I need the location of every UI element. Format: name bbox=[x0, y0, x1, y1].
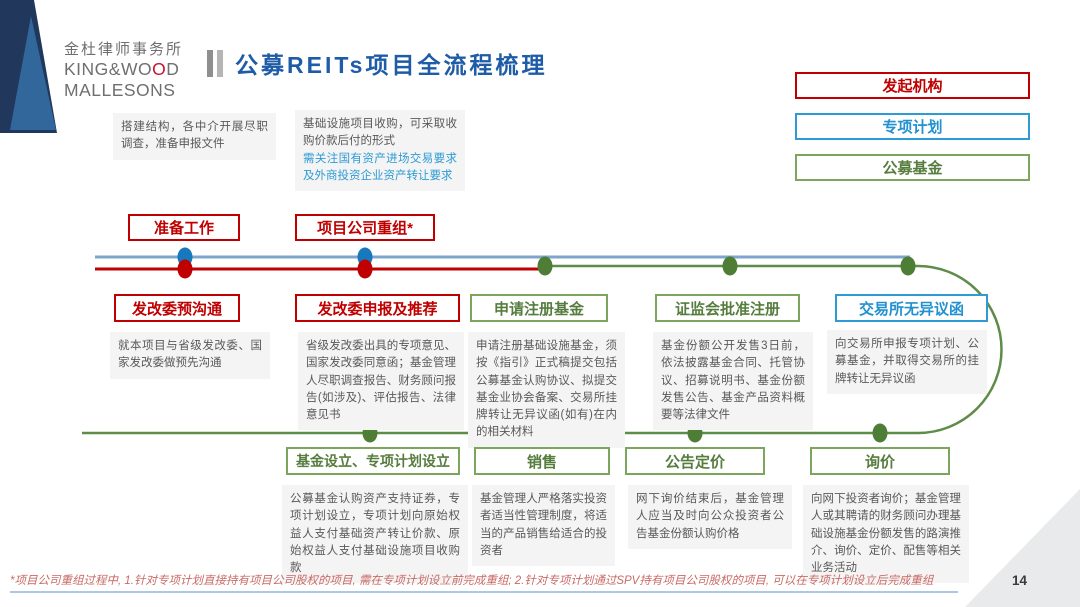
page-number: 14 bbox=[1012, 573, 1028, 588]
note-exchange-no-objection: 向交易所申报专项计划、公募基金，并取得交易所的挂牌转让无异议函 bbox=[827, 330, 987, 394]
stage-pricing-notice: 公告定价 bbox=[625, 447, 765, 475]
note-company-restructure: 基础设施项目收购，可采取收购价款后付的形式需关注国有资产进场交易要求及外商投资企… bbox=[295, 110, 465, 191]
stage-fund-registration: 申请注册基金 bbox=[470, 294, 608, 322]
note-restructure-highlight: 需关注国有资产进场交易要求及外商投资企业资产转让要求 bbox=[303, 152, 457, 182]
title-bar-icon bbox=[207, 49, 213, 77]
corner-bottom-right-triangle bbox=[965, 489, 1080, 607]
timeline-node-green bbox=[872, 423, 888, 443]
timeline-node-green bbox=[537, 256, 553, 276]
note-fund-registration: 申请注册基础设施基金，须按《指引》正式稿提交包括公募基金认购协议、拟提交基金业协… bbox=[468, 332, 625, 448]
fund-lane-line bbox=[82, 264, 1003, 435]
corner-blue-triangle bbox=[10, 16, 56, 130]
kwm-logo: 金杜律师事务所 KING&WOOD MALLESONS bbox=[64, 38, 183, 100]
logo-chinese-name: 金杜律师事务所 bbox=[64, 41, 184, 58]
note-fund-setup: 公募基金认购资产支持证券，专项计划设立，专项计划向原始权益人支付基础资产转让价款… bbox=[282, 485, 468, 584]
process-timeline bbox=[82, 247, 1003, 443]
page-title: 公募REITs项目全流程梳理 bbox=[235, 52, 548, 78]
note-ndrc-filing: 省级发改委出具的专项意见、国家发改委同意函；基金管理人尽职调查报告、财务顾问报告… bbox=[298, 332, 464, 431]
legend: 发起机构 专项计划 公募基金 bbox=[795, 72, 1030, 195]
logo-english-line2: MALLESONS bbox=[64, 79, 176, 100]
stage-sale: 销售 bbox=[474, 447, 610, 475]
timeline-node-green bbox=[722, 256, 738, 276]
note-ndrc-precommunicate: 就本项目与省级发改委、国家发改委做预先沟通 bbox=[110, 332, 270, 379]
stage-inquiry: 询价 bbox=[810, 447, 950, 475]
kwm-corner-graphic bbox=[0, 0, 57, 133]
title-block: 公募REITs项目全流程梳理 bbox=[207, 46, 547, 80]
legend-sponsor: 发起机构 bbox=[795, 72, 1030, 99]
stage-preparation: 准备工作 bbox=[128, 214, 240, 241]
logo-english-line1: KING&WOOD bbox=[64, 59, 180, 79]
footer-rule bbox=[10, 591, 958, 593]
note-csrc-approval: 基金份额公开发售3日前，依法披露基金合同、托管协议、招募说明书、基金份额发售公告… bbox=[653, 332, 813, 431]
stage-exchange-no-objection: 交易所无异议函 bbox=[835, 294, 988, 322]
stage-ndrc-filing: 发改委申报及推荐 bbox=[295, 294, 460, 322]
timeline-node-red bbox=[357, 259, 373, 279]
title-bar-icon bbox=[217, 49, 223, 77]
stage-ndrc-precommunicate: 发改委预沟通 bbox=[114, 294, 240, 322]
note-preparation: 搭建结构，各中介开展尽职调查，准备申报文件 bbox=[113, 113, 276, 160]
logo-red-o: O bbox=[152, 59, 167, 79]
stage-fund-setup: 基金设立、专项计划设立 bbox=[286, 447, 460, 475]
note-inquiry: 向网下投资者询价；基金管理人或其聘请的财务顾问办理基础设施基金份额发售的路演推介… bbox=[803, 485, 969, 584]
stage-company-restructure: 项目公司重组* bbox=[295, 214, 435, 241]
footnote: *项目公司重组过程中, 1.针对专项计划直接持有项目公司股权的项目, 需在专项计… bbox=[10, 575, 934, 587]
stage-csrc-approval: 证监会批准注册 bbox=[655, 294, 800, 322]
timeline-node-red bbox=[177, 259, 193, 279]
legend-abs-plan: 专项计划 bbox=[795, 113, 1030, 140]
legend-public-fund: 公募基金 bbox=[795, 154, 1030, 181]
note-sale: 基金管理人严格落实投资者适当性管理制度，将适当的产品销售给适合的投资者 bbox=[472, 485, 615, 566]
note-pricing-notice: 网下询价结束后，基金管理人应当及时向公众投资者公告基金份额认购价格 bbox=[628, 485, 792, 549]
timeline-node-green bbox=[900, 256, 916, 276]
